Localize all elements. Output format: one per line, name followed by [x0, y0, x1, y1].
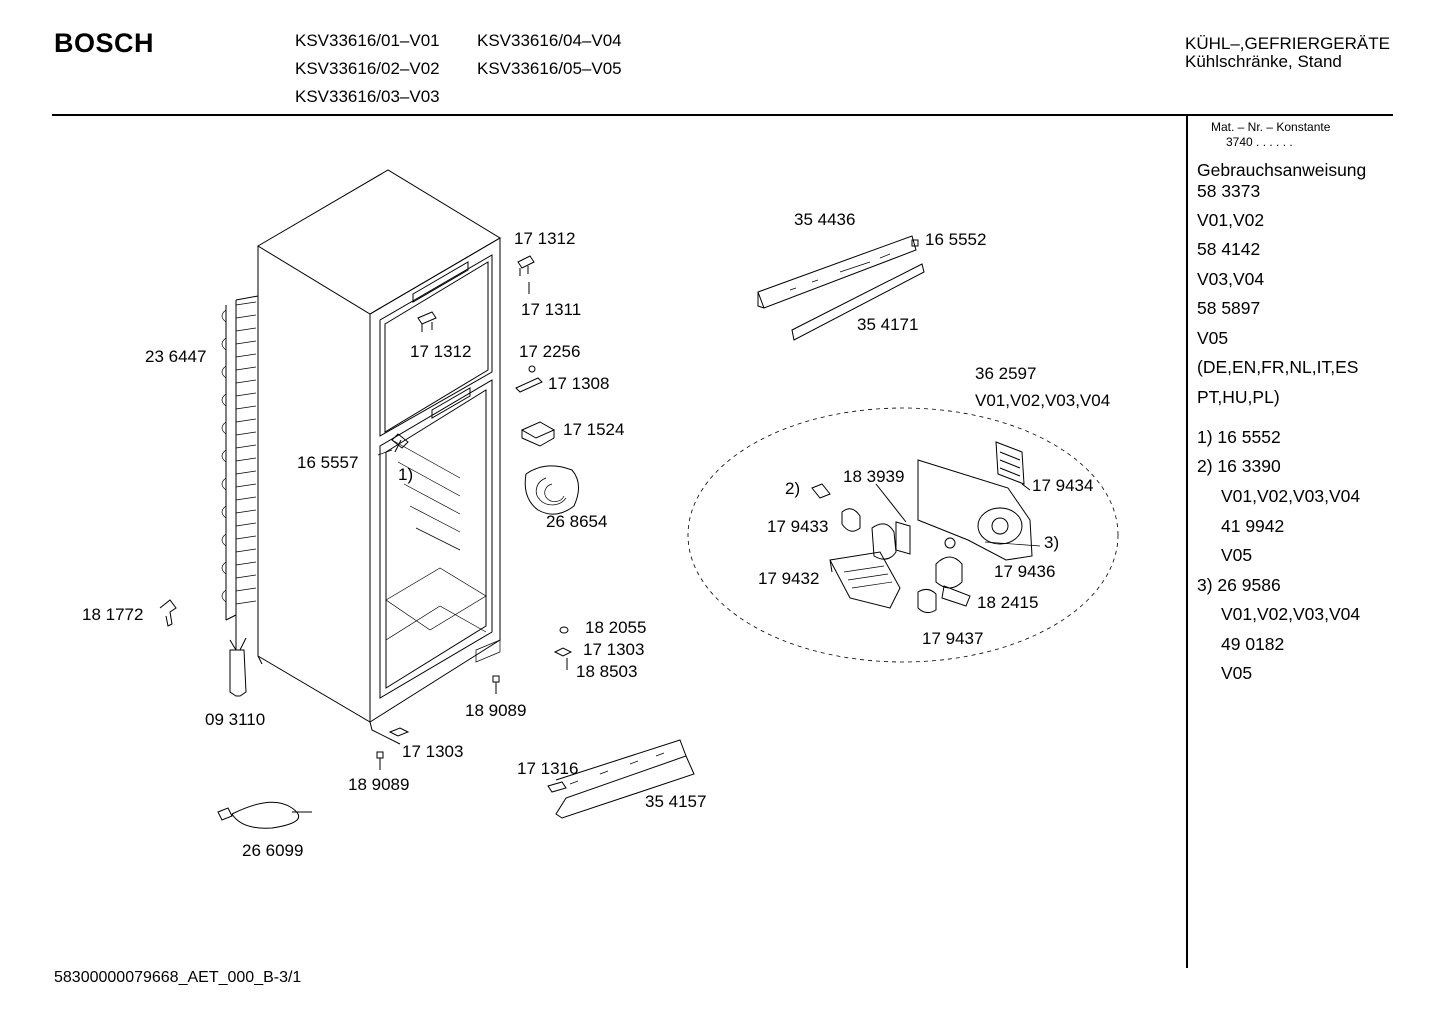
part-label: 17 1316	[517, 759, 578, 778]
part-label: 17 9436	[994, 562, 1055, 581]
part-note: 2)	[785, 479, 800, 498]
part-label: 17 2256	[519, 342, 580, 361]
sidebar-line: V01,V02,V03,V04	[1221, 486, 1361, 506]
part-label: 23 6447	[145, 347, 206, 366]
part-label: 17 1312	[514, 229, 575, 248]
part-label: 17 1312	[410, 342, 471, 361]
part-label: 17 1311	[521, 300, 581, 319]
part-label: 17 1303	[402, 742, 463, 761]
model-number: KSV33616/03–V03	[295, 87, 440, 106]
sidebar-line: 2) 16 3390	[1197, 456, 1281, 476]
sidebar-line: V05	[1197, 328, 1229, 348]
sidebar-line: 58 3373	[1197, 181, 1261, 201]
category-title: KÜHL–,GEFRIERGERÄTE	[1185, 34, 1390, 53]
sidebar-line: V05	[1221, 545, 1253, 565]
cabinet	[257, 169, 501, 745]
part-label: 35 4171	[857, 315, 918, 334]
part-label: 17 9437	[922, 629, 983, 648]
brand-logo: BOSCH	[54, 28, 155, 58]
sidebar-line: (DE,EN,FR,NL,IT,ES	[1197, 357, 1359, 377]
condenser-coil	[221, 295, 259, 621]
part-label: 09 3110	[205, 710, 265, 729]
sidebar-divider	[1186, 116, 1188, 968]
control-panel	[757, 235, 925, 341]
lower-parts	[159, 599, 573, 829]
part-label: 18 9089	[348, 775, 409, 794]
mat-value: 3740 . . . . . .	[1226, 135, 1293, 149]
lamp-assembly	[811, 441, 1033, 614]
kick-plate	[547, 739, 695, 819]
model-number: KSV33616/04–V04	[477, 31, 622, 50]
part-label: 18 1772	[82, 605, 143, 624]
sidebar-line: PT,HU,PL)	[1197, 387, 1280, 407]
part-label: 26 6099	[242, 841, 303, 860]
sidebar-line: 41 9942	[1221, 516, 1285, 536]
part-label: V01,V02,V03,V04	[975, 391, 1110, 410]
part-note: 1)	[398, 465, 413, 484]
part-label: 17 9433	[767, 517, 828, 536]
part-label: 16 5557	[297, 453, 358, 472]
part-label: 18 8503	[576, 662, 637, 681]
mat-label: Mat. – Nr. – Konstante	[1211, 120, 1331, 134]
part-label: 17 9434	[1032, 476, 1093, 495]
sidebar-line: V01,V02,V03,V04	[1221, 604, 1361, 624]
document-id: 58300000079668_AET_000_B-3/1	[54, 969, 302, 986]
category-subtitle: Kühlschränke, Stand	[1185, 52, 1342, 71]
part-label: 17 9432	[758, 569, 819, 588]
model-number: KSV33616/02–V02	[295, 59, 440, 78]
part-note: 3)	[1044, 533, 1059, 552]
part-label: 18 2055	[585, 618, 646, 637]
part-label: 17 1308	[548, 374, 609, 393]
part-label: 36 2597	[975, 364, 1036, 383]
sidebar-line: 3) 26 9586	[1197, 575, 1281, 595]
sidebar-line: 49 0182	[1221, 634, 1285, 654]
sidebar-line: V05	[1221, 663, 1253, 683]
model-number: KSV33616/05–V05	[477, 59, 622, 78]
sidebar-line: 58 5897	[1197, 298, 1261, 318]
part-label: 17 1524	[563, 420, 624, 439]
model-number: KSV33616/01–V01	[295, 31, 440, 50]
sidebar-line: V03,V04	[1197, 269, 1265, 289]
part-label: 18 9089	[465, 701, 526, 720]
part-label: 26 8654	[546, 512, 607, 531]
part-label: 16 5552	[925, 230, 986, 249]
header-divider	[52, 114, 1393, 116]
sidebar-line: Gebrauchsanweisung	[1197, 160, 1367, 180]
sidebar-line: V01,V02	[1197, 210, 1265, 230]
hinge-parts	[391, 255, 579, 515]
sidebar-line: 1) 16 5552	[1197, 427, 1281, 447]
sidebar-line: 58 4142	[1197, 239, 1261, 259]
part-label: 18 3939	[843, 467, 904, 486]
part-label: 18 2415	[977, 593, 1038, 612]
part-label: 35 4157	[645, 792, 706, 811]
part-label: 17 1303	[583, 640, 644, 659]
part-label: 35 4436	[794, 210, 855, 229]
detail-callout	[687, 407, 1119, 663]
